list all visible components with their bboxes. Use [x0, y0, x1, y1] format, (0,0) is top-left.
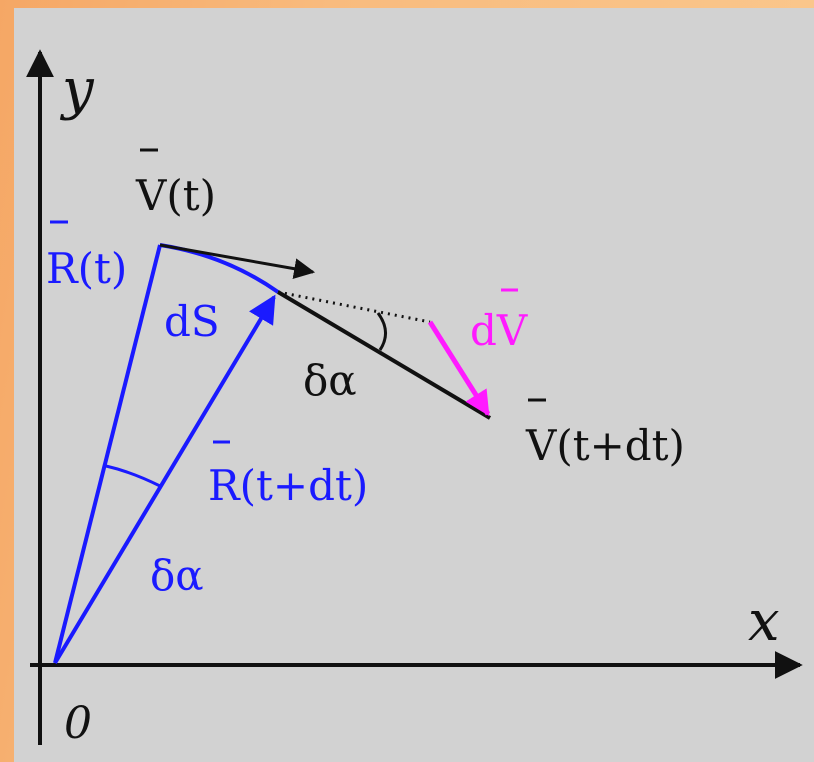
velocity-angle-arc [376, 312, 387, 351]
velocity-vector-t [159, 243, 316, 280]
x-axis-label: x [748, 589, 780, 654]
velocity-change-label: dV [470, 306, 528, 355]
velocity-angle-label: δα [303, 356, 357, 405]
velocity-t-label: V(t) [135, 171, 216, 220]
radius-t-dt-label: R(t+dt) [208, 461, 368, 510]
y-axis-label: y [59, 57, 95, 122]
velocity-vector-t-dt [276, 290, 492, 420]
arc-length-label: dS [164, 297, 220, 346]
diagram-panel [14, 8, 814, 762]
trajectory-arc [159, 243, 280, 294]
radius-vector-t-dt [53, 294, 276, 665]
velocity-change-vector [427, 320, 491, 417]
origin-label: 0 [64, 698, 92, 749]
radius-t-label: R(t) [46, 244, 127, 293]
radius-vector-t [53, 244, 162, 664]
velocity-t-translated-dotted [277, 290, 431, 324]
radius-angle-label: δα [150, 551, 204, 600]
radius-angle-arc [105, 464, 161, 488]
velocity-t-dt-label: V(t+dt) [525, 421, 685, 470]
